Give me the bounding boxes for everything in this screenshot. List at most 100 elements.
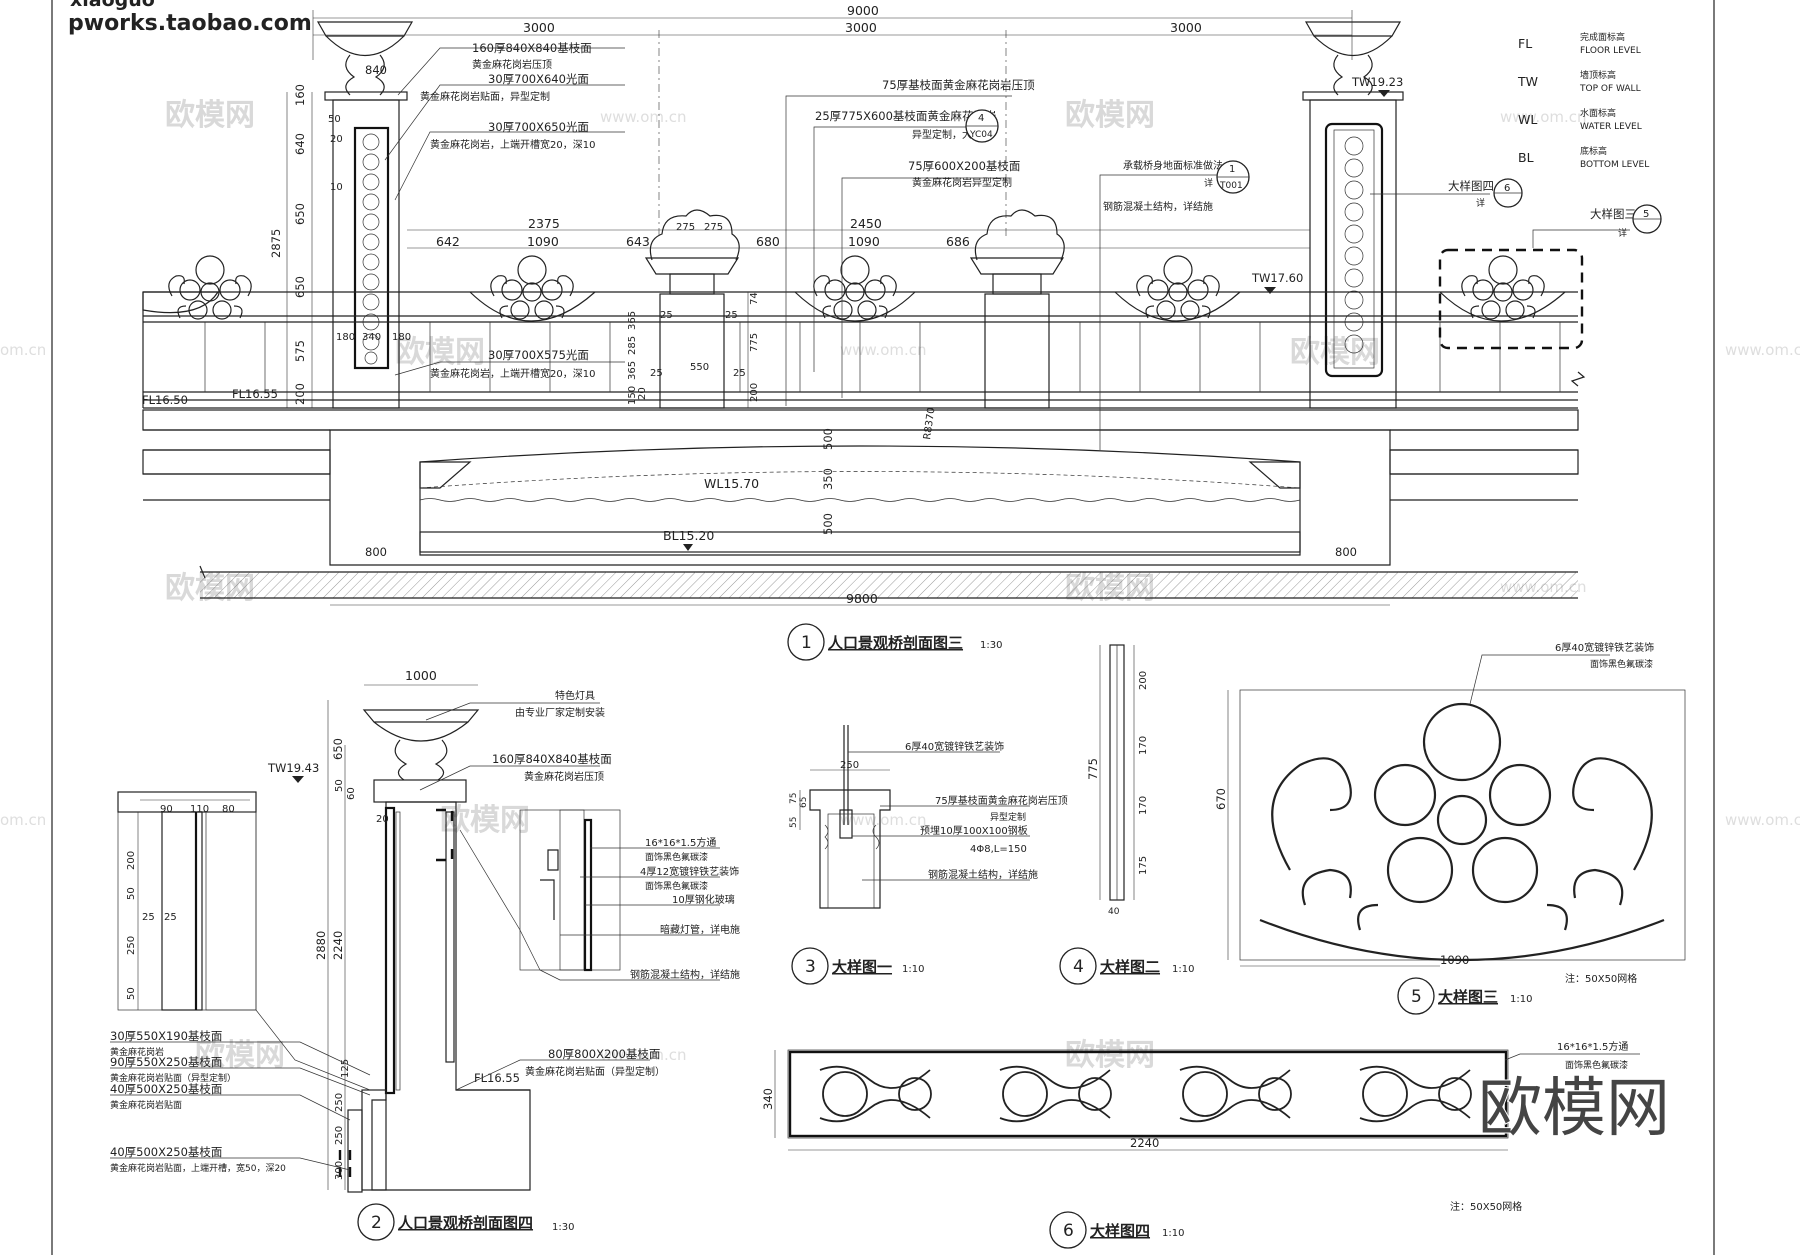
svg-text:3000: 3000 — [1170, 20, 1202, 35]
svg-text:275: 275 — [704, 222, 723, 233]
svg-text:175: 175 — [1138, 856, 1149, 875]
svg-text:www.om.cn: www.om.cn — [1725, 811, 1800, 829]
svg-text:20: 20 — [637, 387, 648, 400]
svg-text:30厚700X650光面: 30厚700X650光面 — [488, 120, 589, 134]
svg-text:55: 55 — [789, 817, 799, 828]
svg-text:FL16.55: FL16.55 — [474, 1071, 520, 1085]
svg-text:180: 180 — [392, 332, 411, 343]
svg-text:FLOOR LEVEL: FLOOR LEVEL — [1580, 46, 1641, 56]
svg-text:完成面标高: 完成面标高 — [1580, 31, 1625, 43]
svg-text:水面标高: 水面标高 — [1580, 107, 1616, 119]
view-6-number — [1049, 1211, 1087, 1249]
svg-text:2875: 2875 — [269, 229, 283, 258]
svg-text:160: 160 — [293, 84, 307, 106]
legend-code: TW — [1517, 74, 1538, 89]
legend-code: WL — [1518, 112, 1537, 127]
svg-text:欧模网: 欧模网 — [1290, 335, 1380, 370]
svg-text:170: 170 — [1138, 796, 1149, 815]
view-6-detail-4: 2240 340 16*16*1.5方通 面饰黑色氟碳漆 注：50X50网格 6… — [761, 1040, 1640, 1249]
svg-text:74: 74 — [749, 292, 760, 305]
svg-text:650: 650 — [331, 738, 345, 760]
svg-text:1000: 1000 — [405, 668, 437, 683]
svg-text:50: 50 — [126, 887, 137, 900]
svg-text:R8370: R8370 — [922, 407, 937, 441]
svg-text:1:10: 1:10 — [902, 964, 924, 975]
svg-text:500: 500 — [821, 513, 835, 535]
svg-text:大样图三: 大样图三 — [1590, 207, 1636, 221]
svg-text:650: 650 — [293, 276, 307, 298]
svg-text:详: 详 — [1476, 197, 1485, 209]
svg-text:om.cn: om.cn — [0, 811, 46, 829]
svg-text:365: 365 — [627, 311, 638, 330]
svg-text:180: 180 — [336, 332, 355, 343]
svg-text:80厚800X200基枝面: 80厚800X200基枝面 — [548, 1047, 660, 1061]
svg-text:由专业厂家定制安装: 由专业厂家定制安装 — [515, 706, 605, 719]
svg-text:2240: 2240 — [1130, 1136, 1159, 1150]
svg-text:面饰黑色氟碳漆: 面饰黑色氟碳漆 — [1590, 658, 1653, 670]
svg-text:pworks.taobao.com: pworks.taobao.com — [68, 11, 312, 36]
svg-text:YC04: YC04 — [969, 130, 993, 140]
svg-text:4: 4 — [978, 113, 984, 124]
svg-text:9000: 9000 — [847, 3, 879, 18]
svg-text:40厚500X250基枝面: 40厚500X250基枝面 — [110, 1082, 222, 1096]
svg-text:预埋10厚100X100钢板: 预埋10厚100X100钢板 — [920, 824, 1028, 837]
svg-text:60: 60 — [346, 787, 357, 800]
svg-text:注：50X50网格: 注：50X50网格 — [1450, 1200, 1522, 1213]
svg-text:1090: 1090 — [1440, 953, 1469, 967]
svg-text:4厚12宽镀锌铁艺装饰: 4厚12宽镀锌铁艺装饰 — [640, 865, 739, 878]
svg-text:575: 575 — [293, 340, 307, 362]
svg-text:FL16.50: FL16.50 — [142, 393, 188, 407]
svg-text:6厚40宽镀锌铁艺装饰: 6厚40宽镀锌铁艺装饰 — [905, 740, 1004, 753]
view-1-title: 人口景观桥剖面图三 — [828, 634, 963, 652]
svg-text:详: 详 — [1204, 177, 1213, 189]
svg-text:65: 65 — [799, 797, 809, 808]
svg-text:25: 25 — [164, 912, 177, 923]
svg-text:承载桥身地面标准做法: 承载桥身地面标准做法 — [1123, 159, 1223, 172]
svg-text:160厚840X840基枝面: 160厚840X840基枝面 — [492, 752, 612, 766]
svg-text:底标高: 底标高 — [1580, 145, 1607, 157]
svg-text:350: 350 — [821, 468, 835, 490]
view-5-title: 大样图三 — [1438, 988, 1498, 1006]
svg-text:黄金麻花岗岩异型定制: 黄金麻花岗岩异型定制 — [912, 176, 1012, 189]
svg-text:1:10: 1:10 — [1162, 1228, 1184, 1239]
view-2-title: 人口景观桥剖面图四 — [398, 1214, 533, 1232]
svg-text:75厚基枝面黄金麻花岗岩压顶: 75厚基枝面黄金麻花岗岩压顶 — [935, 794, 1068, 807]
svg-text:面饰黑色氟碳漆: 面饰黑色氟碳漆 — [645, 851, 708, 863]
planter-right — [969, 209, 1065, 409]
svg-text:2: 2 — [371, 1213, 382, 1233]
svg-text:75厚基枝面黄金麻花岗岩压顶: 75厚基枝面黄金麻花岗岩压顶 — [882, 78, 1035, 92]
svg-text:800: 800 — [365, 545, 387, 559]
svg-text:2450: 2450 — [850, 216, 882, 231]
svg-text:1:30: 1:30 — [552, 1222, 574, 1233]
svg-text:BOTTOM LEVEL: BOTTOM LEVEL — [1580, 160, 1649, 170]
svg-text:1:10: 1:10 — [1510, 994, 1532, 1005]
svg-text:550: 550 — [690, 362, 709, 373]
view-6-title: 大样图四 — [1090, 1222, 1150, 1240]
view-3-number — [791, 947, 829, 985]
view-3-detail-1: 250 75 65 55 6厚40宽镀锌铁艺装饰 75厚基枝面黄金麻花岗岩压顶 … — [789, 725, 1068, 985]
svg-text:2880: 2880 — [314, 931, 328, 960]
svg-text:2240: 2240 — [331, 931, 345, 960]
svg-text:285: 285 — [627, 336, 638, 355]
svg-text:25: 25 — [733, 368, 746, 379]
svg-text:www.om.cn: www.om.cn — [840, 341, 927, 359]
svg-text:面饰黑色氟碳漆: 面饰黑色氟碳漆 — [1565, 1059, 1628, 1071]
svg-text:6: 6 — [1063, 1221, 1074, 1241]
svg-text:775: 775 — [749, 333, 760, 352]
svg-text:200: 200 — [1138, 671, 1149, 690]
svg-text:30厚700X575光面: 30厚700X575光面 — [488, 348, 589, 362]
view-4-number — [1059, 947, 1097, 985]
svg-text:欧模网: 欧模网 — [165, 98, 255, 133]
svg-text:800: 800 — [1335, 545, 1357, 559]
svg-text:面饰黑色氟碳漆: 面饰黑色氟碳漆 — [645, 880, 708, 892]
svg-text:75厚600X200基枝面: 75厚600X200基枝面 — [908, 159, 1020, 173]
svg-text:WL15.70: WL15.70 — [704, 476, 759, 491]
svg-text:www.om.cn: www.om.cn — [1500, 108, 1587, 126]
svg-text:FL16.55: FL16.55 — [232, 387, 278, 401]
view-4-title: 大样图二 — [1100, 958, 1160, 976]
svg-text:650: 650 — [293, 203, 307, 225]
svg-text:黄金麻花岗岩: 黄金麻花岗岩 — [110, 1046, 164, 1058]
site-credit: xiaoguo pworks.taobao.com — [68, 0, 312, 36]
svg-text:50: 50 — [334, 779, 345, 792]
